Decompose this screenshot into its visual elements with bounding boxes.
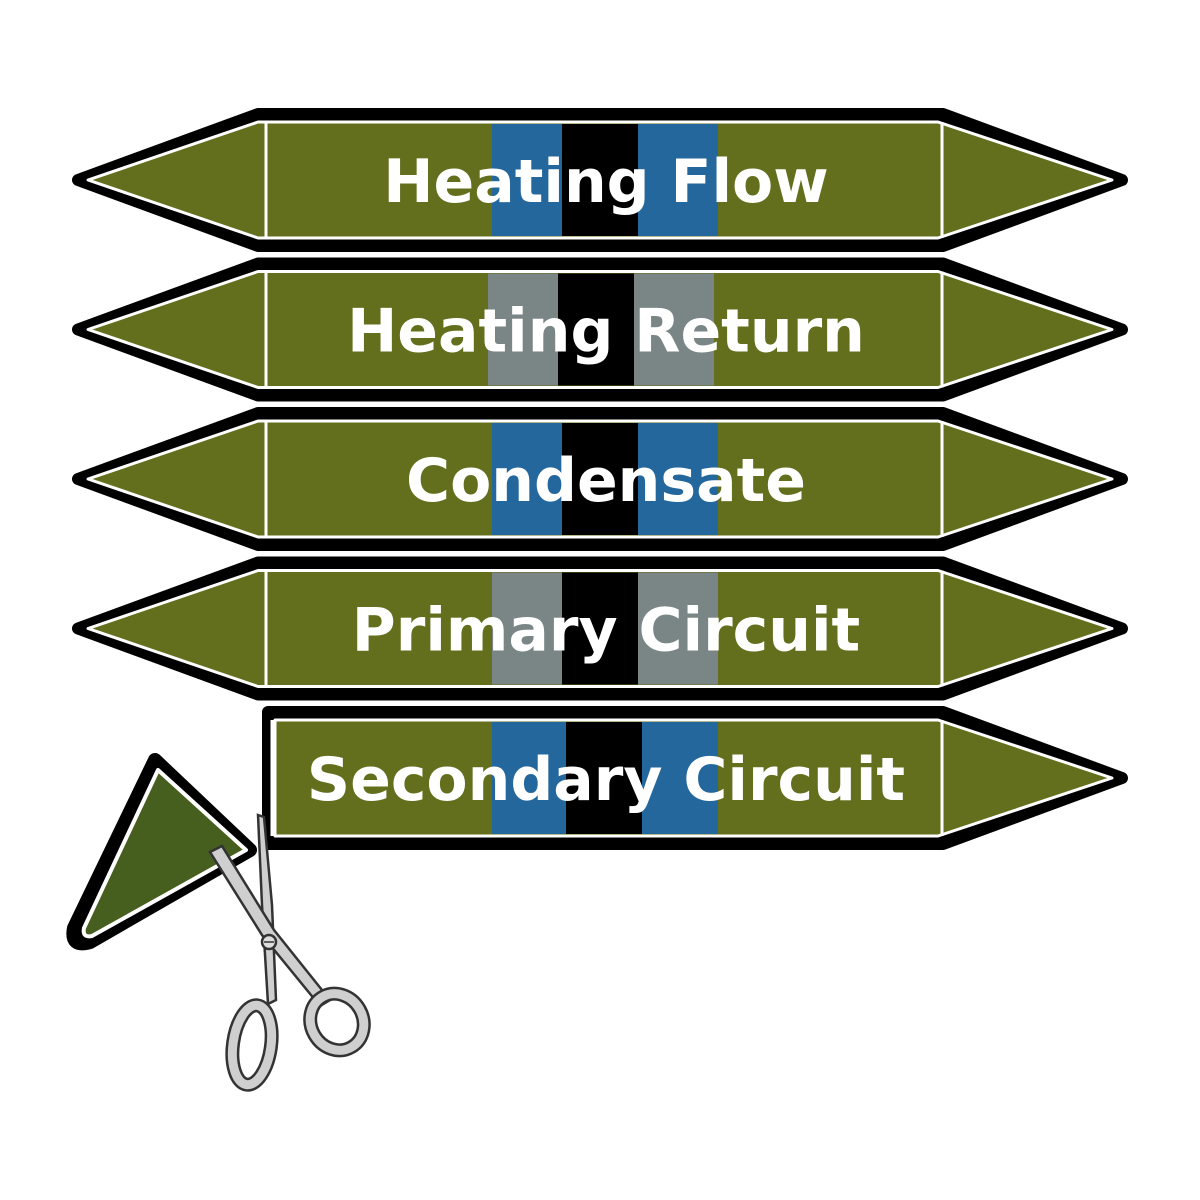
- pipe-marker-5: Secondary Circuit: [262, 706, 1128, 850]
- marker-black-band: [562, 423, 638, 535]
- scissors-icon: [208, 813, 371, 1092]
- pipe-marker-4: Primary Circuit: [72, 556, 1128, 701]
- marker-black-band: [558, 273, 634, 386]
- marker-label: Condensate: [406, 446, 806, 516]
- marker-label: Heating Flow: [383, 147, 828, 217]
- pipe-marker-1: Heating Flow: [72, 108, 1128, 252]
- pipe-marker-2: Heating Return: [72, 257, 1128, 402]
- marker-black-band: [562, 124, 638, 236]
- marker-label: Heating Return: [347, 297, 865, 367]
- marker-label: Secondary Circuit: [307, 745, 905, 815]
- marker-black-band: [566, 722, 642, 834]
- cut-arrow-tip-icon: [66, 753, 257, 951]
- marker-black-band: [562, 572, 638, 685]
- pipe-marker-3: Condensate: [72, 407, 1128, 551]
- marker-label: Primary Circuit: [352, 596, 860, 666]
